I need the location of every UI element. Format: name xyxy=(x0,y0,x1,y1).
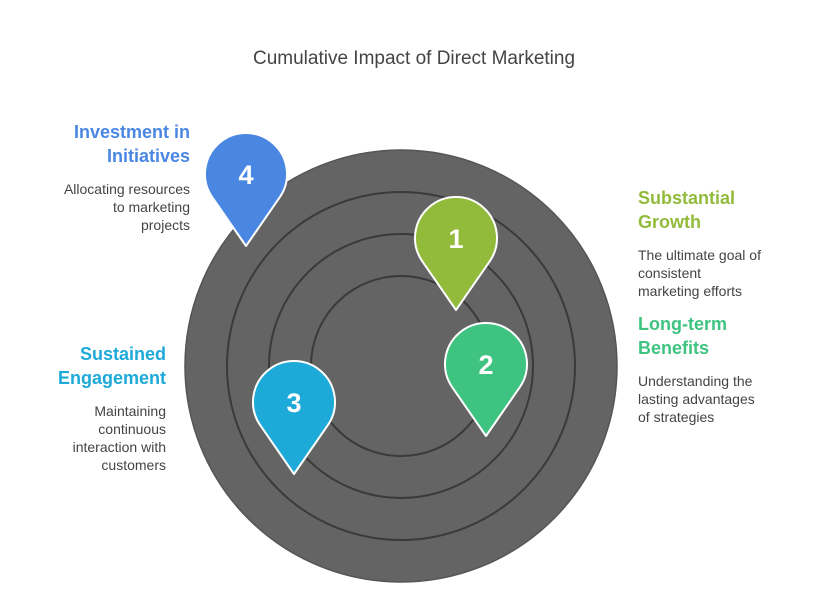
pin-number: 4 xyxy=(238,160,253,190)
description-line: to marketing xyxy=(112,199,190,215)
item-description: The ultimate goal of consistent marketin… xyxy=(638,246,818,300)
heading-line: Growth xyxy=(638,212,701,232)
pin-number: 3 xyxy=(286,388,301,418)
description-line: lasting advantages xyxy=(638,391,755,407)
description-line: Understanding the xyxy=(638,373,753,389)
heading-line: Long-term xyxy=(638,314,727,334)
description-line: Maintaining xyxy=(94,403,166,419)
item-heading: Sustained Engagement xyxy=(16,342,166,390)
description-line: continuous xyxy=(98,421,166,437)
pin-marker-icon xyxy=(444,322,528,437)
diagram-title: Cumulative Impact of Direct Marketing xyxy=(252,48,576,69)
item-label-2: Long-term Benefits Understanding the las… xyxy=(638,312,818,426)
map-pin-3: 3 xyxy=(252,360,336,475)
item-label-1: Substantial Growth The ultimate goal of … xyxy=(638,186,818,300)
description-line: consistent xyxy=(638,265,702,281)
pin-number: 1 xyxy=(448,224,463,254)
description-line: interaction with xyxy=(72,439,166,455)
map-pin-4: 4 xyxy=(204,132,288,247)
heading-line: Benefits xyxy=(638,338,710,358)
item-description: Allocating resources to marketing projec… xyxy=(10,180,190,234)
pin-marker-icon xyxy=(252,360,336,475)
description-line: of strategies xyxy=(638,409,715,425)
pin-marker-icon xyxy=(204,132,288,247)
item-description: Understanding the lasting advantages of … xyxy=(638,372,818,426)
pin-marker-icon xyxy=(414,196,498,311)
pin-number: 2 xyxy=(478,350,493,380)
description-line: Allocating resources xyxy=(63,181,190,197)
item-description: Maintaining continuous interaction with … xyxy=(16,402,166,474)
item-label-3: Sustained Engagement Maintaining continu… xyxy=(16,342,166,474)
map-pin-1: 1 xyxy=(414,196,498,311)
description-line: customers xyxy=(101,457,166,473)
ring-2 xyxy=(226,191,576,541)
heading-line: Investment in xyxy=(73,122,190,142)
ring-3 xyxy=(268,233,534,499)
item-heading: Substantial Growth xyxy=(638,186,818,234)
item-heading: Investment in Initiatives xyxy=(10,120,190,168)
description-line: The ultimate goal of xyxy=(638,247,761,263)
map-pin-2: 2 xyxy=(444,322,528,437)
heading-line: Sustained xyxy=(79,344,166,364)
description-line: marketing efforts xyxy=(638,283,743,299)
item-heading: Long-term Benefits xyxy=(638,312,818,360)
heading-line: Initiatives xyxy=(106,146,190,166)
item-label-4: Investment in Initiatives Allocating res… xyxy=(10,120,190,234)
heading-line: Engagement xyxy=(57,368,166,388)
description-line: projects xyxy=(140,217,190,233)
heading-line: Substantial xyxy=(638,188,736,208)
